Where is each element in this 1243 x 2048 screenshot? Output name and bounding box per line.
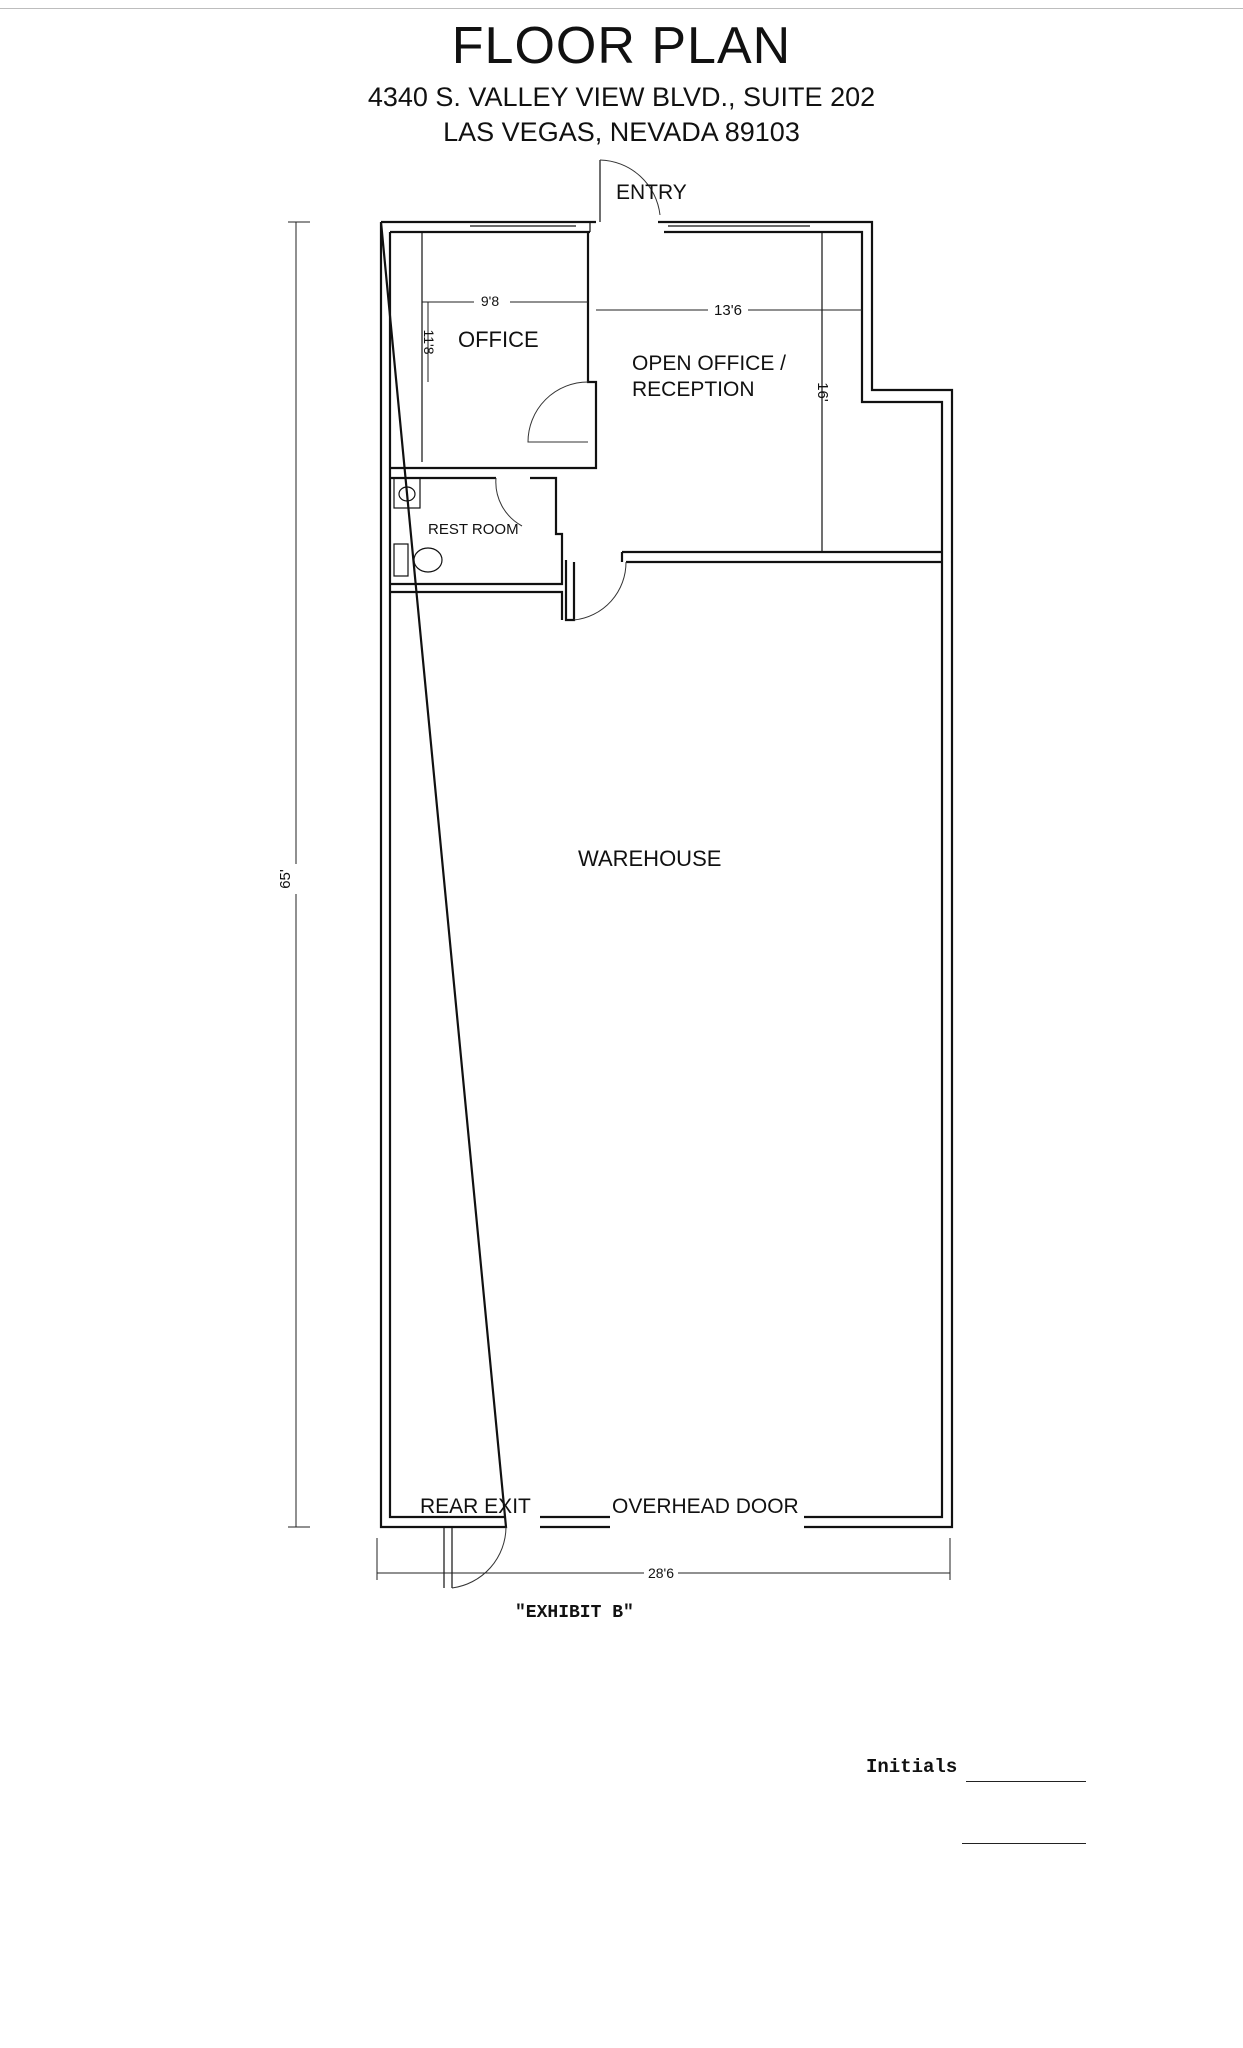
address-line-2: LAS VEGAS, NEVADA 89103 <box>443 117 800 147</box>
entry-door-swing <box>599 159 661 216</box>
label-overhead-door: OVERHEAD DOOR <box>612 1495 799 1518</box>
room-label-warehouse: WAREHOUSE <box>578 846 721 871</box>
office-wall <box>586 232 598 470</box>
room-label-open-office-line1: OPEN OFFICE / <box>632 352 786 375</box>
initials-line[interactable] <box>966 1781 1086 1782</box>
inner-wall <box>388 230 944 1519</box>
restroom-door-swing <box>495 477 523 527</box>
toilet-tank-icon <box>393 543 409 577</box>
room-label-open-office-line2: RECEPTION <box>632 378 755 401</box>
dim-office-depth: 11'8 <box>421 330 437 355</box>
room-label-office: OFFICE <box>458 327 539 352</box>
dim-open-office-depth: 16' <box>814 382 831 402</box>
office-door-swing <box>527 381 589 443</box>
room-label-rest-room: REST ROOM <box>428 521 519 538</box>
label-entry: ENTRY <box>616 181 687 204</box>
outer-wall <box>379 220 954 1529</box>
dim-overall-length: 65' <box>277 869 294 889</box>
warehouse-door-swing <box>573 561 627 621</box>
dim-overall-width: 28'6 <box>648 1565 674 1581</box>
exhibit-label: "EXHIBIT B" <box>515 1603 634 1623</box>
rear-exit-door-swing <box>451 1526 507 1589</box>
page-title: FLOOR PLAN <box>451 17 792 75</box>
toilet-bowl-icon <box>413 547 443 573</box>
second-initials-line[interactable] <box>962 1843 1086 1844</box>
dim-office-width: 9'8 <box>481 293 499 309</box>
dim-open-office-width: 13'6 <box>714 302 742 319</box>
sink-basin-icon <box>398 486 416 502</box>
scan-top-rule <box>0 8 1243 9</box>
address-line-1: 4340 S. VALLEY VIEW BLVD., SUITE 202 <box>367 82 876 112</box>
initials-label: Initials <box>866 1756 958 1778</box>
sink-icon <box>393 477 421 509</box>
warehouse-partition <box>390 550 942 622</box>
label-rear-exit: REAR EXIT <box>420 1495 531 1518</box>
